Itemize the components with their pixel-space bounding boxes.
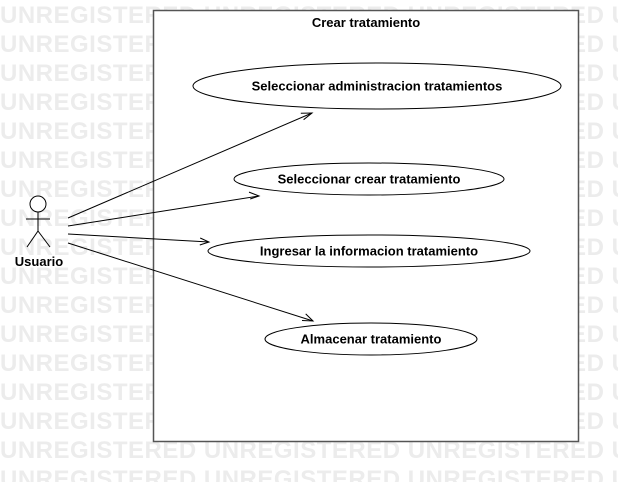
stick-figure-icon	[26, 195, 51, 248]
actor-label: Usuario	[15, 254, 63, 269]
use-case-label: Seleccionar administracion tratamientos	[252, 79, 503, 94]
association-arrow-3	[67, 233, 211, 246]
use-case-1[interactable]: Seleccionar administracion tratamientos	[192, 62, 562, 110]
use-case-label: Almacenar tratamiento	[301, 332, 442, 347]
system-boundary-title: Crear tratamiento	[312, 15, 420, 30]
association-arrow-4	[67, 242, 315, 322]
use-case-4[interactable]: Almacenar tratamiento	[264, 322, 478, 356]
association-arrow-1	[67, 112, 314, 219]
association-arrow-2	[67, 191, 261, 227]
use-case-label: Seleccionar crear tratamiento	[278, 172, 461, 187]
actor-usuario[interactable]: Usuario	[15, 195, 63, 269]
use-case-3[interactable]: Ingresar la informacion tratamiento	[207, 234, 531, 268]
associations	[67, 112, 315, 322]
use-case-2[interactable]: Seleccionar crear tratamiento	[233, 162, 505, 196]
use-case-label: Ingresar la informacion tratamiento	[260, 244, 478, 259]
